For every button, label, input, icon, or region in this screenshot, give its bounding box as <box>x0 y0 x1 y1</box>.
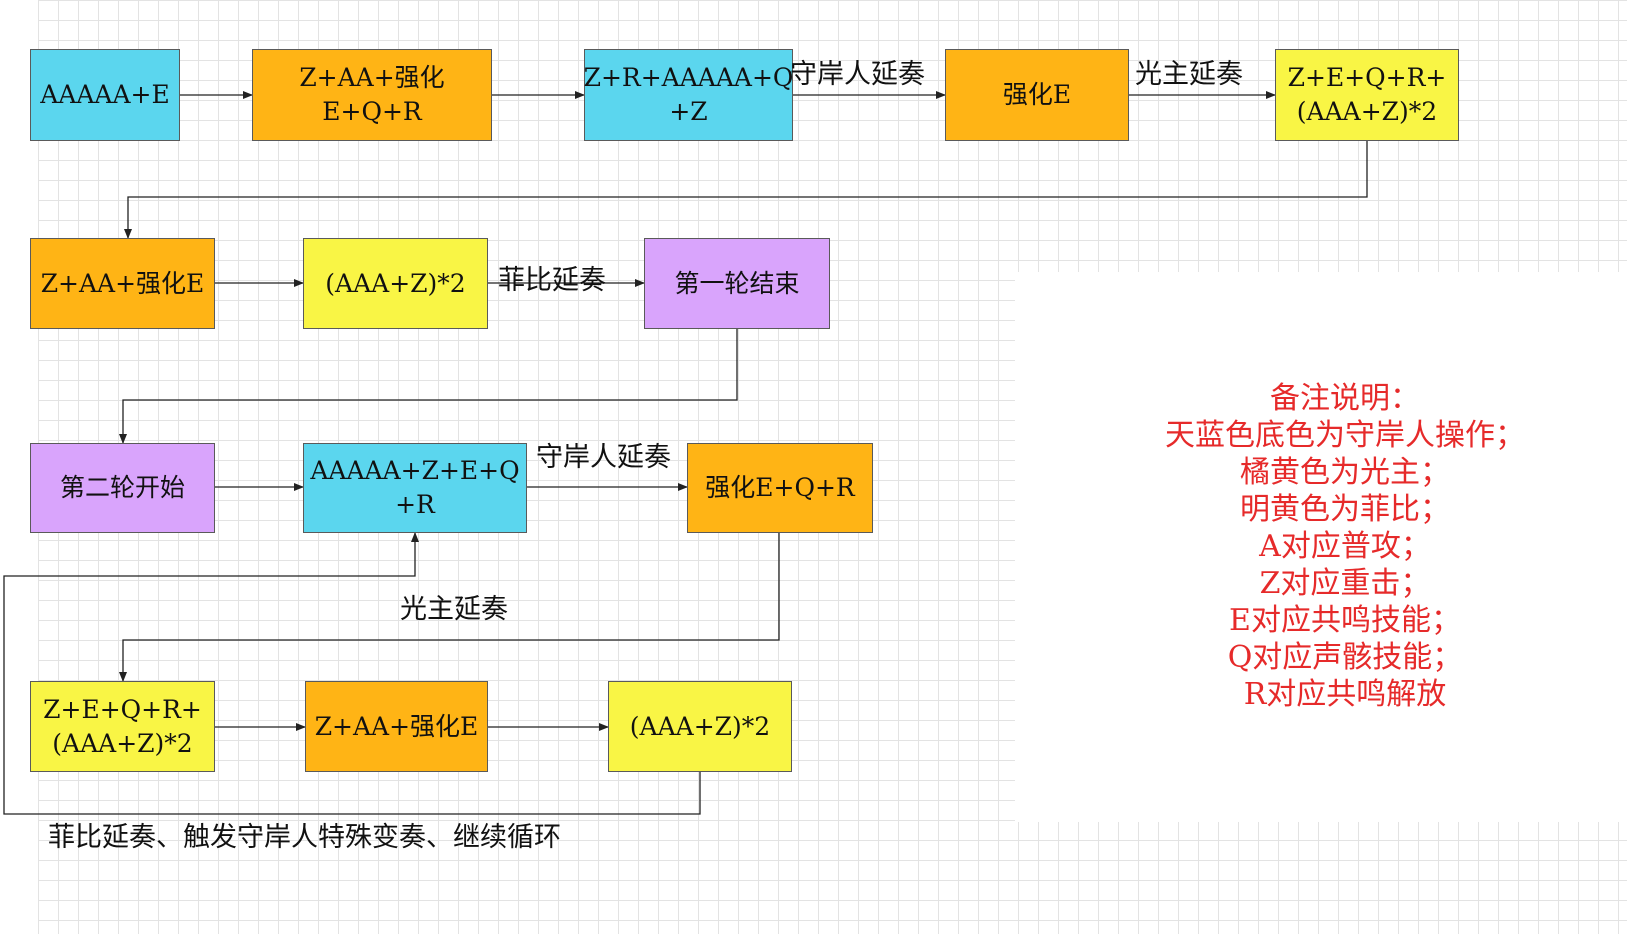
node-round-one-end: 第一轮结束 <box>644 238 830 329</box>
node-z-e-q-r-aaa-z-x2-second: Z+E+Q+R+ (AAA+Z)*2 <box>30 681 215 772</box>
node-z-aa-enhanced-e: Z+AA+强化E <box>30 238 215 329</box>
node-z-aa-enhanced-e-q-r: Z+AA+强化E+Q+R <box>252 49 492 141</box>
notes-line: E对应共鸣技能； <box>1229 603 1461 638</box>
node-enhanced-e-q-r: 强化E+Q+R <box>687 443 873 533</box>
notes-line: Z对应重击； <box>1259 566 1431 601</box>
edge-n8-n9 <box>119 329 738 444</box>
node-aaa-z-x2: (AAA+Z)*2 <box>303 238 488 329</box>
node-round-two-start: 第二轮开始 <box>30 443 215 533</box>
node-aaaaa-e: AAAAA+E <box>30 49 180 141</box>
edge-label-shorekeeper-outro: 守岸人延奏 <box>790 59 925 90</box>
edge-label-loop: 菲比延奏、触发守岸人特殊变奏、继续循环 <box>48 822 561 853</box>
notes-line: 明黄色为菲比； <box>1240 492 1450 527</box>
edge-loop <box>3 532 701 815</box>
notes-line: R对应共鸣解放 <box>1243 677 1447 712</box>
notes-line: 橘黄色为光主； <box>1240 455 1450 490</box>
edge-label-phoebe-outro: 菲比延奏 <box>498 265 606 296</box>
edge-label-shorekeeper-outro-2: 守岸人延奏 <box>536 442 671 473</box>
edge-n5-n6 <box>124 141 1368 239</box>
note-panel <box>1015 272 1627 822</box>
notes-line: Q对应声骸技能； <box>1227 640 1463 675</box>
edge-label-rover-outro: 光主延奏 <box>1135 59 1243 90</box>
notes-line: A对应普攻； <box>1259 529 1431 564</box>
edge-n11-n12 <box>119 532 780 682</box>
node-z-r-aaaaa-q-z: Z+R+AAAAA+Q +Z <box>584 49 793 141</box>
notes-line: 天蓝色底色为守岸人操作； <box>1165 418 1525 453</box>
node-aaa-z-x2-second: (AAA+Z)*2 <box>608 681 792 772</box>
notes-title: 备注说明： <box>1270 381 1420 416</box>
legend-notes: 备注说明： 天蓝色底色为守岸人操作； 橘黄色为光主； 明黄色为菲比； A对应普攻… <box>1060 380 1627 713</box>
node-z-e-q-r-aaa-z-x2: Z+E+Q+R+ (AAA+Z)*2 <box>1275 49 1459 141</box>
node-enhanced-e: 强化E <box>945 49 1129 141</box>
node-aaaaa-z-e-q-r: AAAAA+Z+E+Q +R <box>303 443 527 533</box>
node-z-aa-enhanced-e-second: Z+AA+强化E <box>305 681 488 772</box>
edge-label-rover-outro-2: 光主延奏 <box>400 594 508 625</box>
